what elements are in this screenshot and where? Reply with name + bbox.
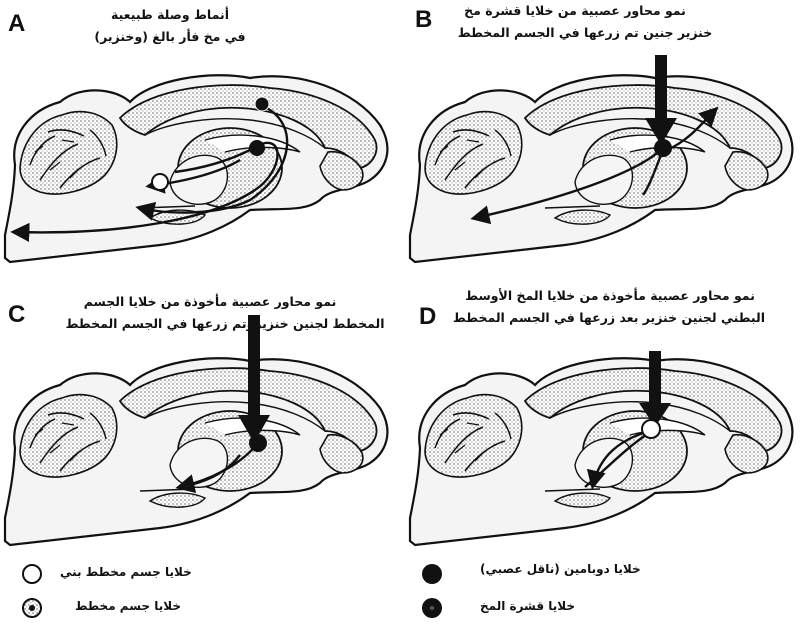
cortex-graft-icon (654, 139, 672, 157)
legend-item-cortex: خلايا قشرة المخ (420, 596, 720, 620)
panel-d: D نمو محاور عصبية مأخوذة من خلايا المخ ا… (405, 275, 805, 565)
filled-circle-icon (420, 562, 444, 586)
filled-dot-circle-icon (420, 596, 444, 620)
legend-item-striatum: خلايا جسم مخطط (20, 596, 320, 620)
brain-diagram (405, 0, 805, 290)
midbrain-graft-icon (642, 420, 660, 438)
brain-diagram (405, 275, 805, 565)
legend-label: خلايا دوبامين (ناقل عصبي) (480, 562, 641, 576)
dotted-circle-icon (20, 596, 44, 620)
brain-diagram (0, 275, 400, 565)
panel-a: A أنماط وصلة طبيعية في مخ فأر بالغ (وخنز… (0, 0, 400, 290)
legend-label: خلايا قشرة المخ (480, 599, 575, 613)
brain-diagram (0, 0, 400, 290)
legend-label: خلايا جسم مخطط (75, 599, 181, 613)
striatum-cell-icon (152, 174, 168, 190)
legend-label: خلايا جسم مخطط بني (60, 565, 192, 579)
legend-item-striatum-brown: خلايا جسم مخطط بني (20, 562, 320, 586)
dopamine-cell-icon (249, 140, 265, 156)
panel-b: B نمو محاور عصبية من خلايا قشرة مخ خنزير… (405, 0, 805, 290)
panel-c: C نمو محاور عصبية مأخوذة من خلايا الجسم … (0, 275, 400, 565)
legend-item-dopamine: خلايا دوبامين (ناقل عصبي) (420, 562, 720, 586)
open-circle-icon (20, 562, 44, 586)
cortex-cell-icon (255, 97, 269, 111)
striatum-graft-icon (249, 434, 267, 452)
